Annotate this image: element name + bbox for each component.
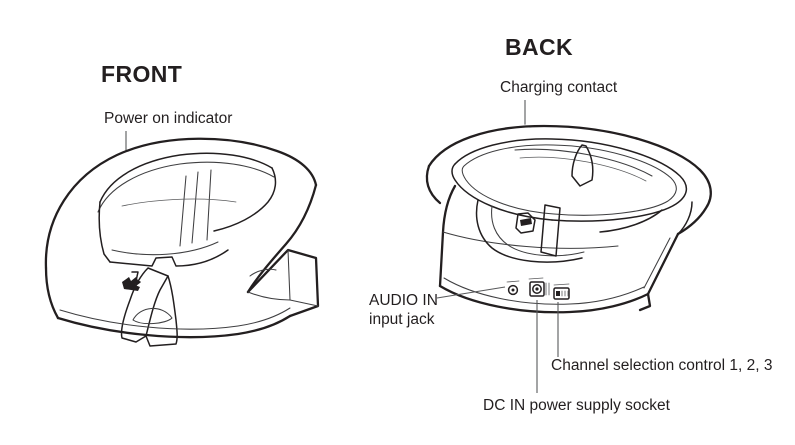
front-indicator-recess bbox=[132, 307, 173, 325]
channel-switch-symbol bbox=[553, 283, 570, 300]
back-callout-channel-selection-label: Channel selection control 1, 2, 3 bbox=[551, 357, 772, 374]
front-indicator-panel-right bbox=[145, 275, 178, 347]
back-leader-audio-in bbox=[436, 286, 506, 299]
back-hood-interior-ridge-2 bbox=[519, 156, 647, 182]
front-well-rib-1 bbox=[191, 171, 199, 244]
back-well-left-contour bbox=[475, 199, 583, 263]
back-callout-audio-in-label-line1: AUDIO IN bbox=[369, 292, 438, 309]
back-base-bottom-arc bbox=[438, 284, 650, 314]
back-well-left-contour-inner bbox=[491, 205, 585, 257]
front-outer-shell-right-edge bbox=[246, 183, 318, 294]
power-on-indicator-glyph bbox=[122, 271, 141, 291]
front-well-rib-2 bbox=[206, 169, 212, 241]
back-well-guide-post bbox=[540, 204, 561, 257]
front-cradle-illustration bbox=[44, 137, 320, 347]
front-well-rim-right bbox=[213, 167, 277, 232]
front-well-rim-upper bbox=[99, 152, 273, 203]
audio-in-jack-symbol bbox=[506, 280, 520, 296]
front-pedestal-right bbox=[246, 248, 320, 318]
rear-connector-panel bbox=[506, 277, 570, 300]
back-cradle-illustration bbox=[425, 124, 713, 314]
back-callout-dc-in-label: DC IN power supply socket bbox=[483, 397, 671, 414]
back-base-shoulder bbox=[442, 231, 619, 249]
back-hood-outer-right bbox=[676, 168, 712, 236]
dc-in-socket-symbol bbox=[528, 277, 550, 297]
back-hood-center-divider bbox=[571, 144, 594, 187]
back-base-bottom-arc-inner bbox=[443, 277, 645, 305]
front-body-left-lower-edge bbox=[44, 266, 60, 320]
back-view-group: BACK Charging contact bbox=[369, 34, 772, 414]
front-pedestal-notch bbox=[249, 268, 277, 277]
back-hood-tip-curl bbox=[677, 201, 693, 235]
back-well-right-contour bbox=[599, 209, 663, 233]
back-callout-charging-contact-label: Charging contact bbox=[500, 79, 618, 96]
charging-contact-pad bbox=[515, 212, 536, 234]
back-hood-interior-ridge-1 bbox=[514, 148, 653, 177]
front-well-floor-lip bbox=[109, 249, 229, 267]
back-hood-outer-left bbox=[425, 164, 442, 205]
front-well-floor-contour bbox=[111, 241, 219, 256]
front-base-bottom-edge bbox=[56, 314, 292, 339]
front-base-bottom-edge-inner bbox=[59, 307, 291, 330]
front-view-group: FRONT Power on indicator bbox=[44, 61, 320, 347]
back-hood-inner-rim bbox=[454, 138, 688, 222]
back-base-right-diagonal bbox=[646, 232, 680, 296]
front-well-rim-thickness bbox=[97, 161, 275, 213]
back-base-right-diagonal-inner bbox=[643, 237, 671, 289]
front-pedestal-right-top bbox=[247, 291, 291, 301]
back-heading: BACK bbox=[505, 34, 573, 60]
back-hood-outer-top bbox=[427, 124, 702, 172]
front-well-rib-3 bbox=[179, 175, 187, 247]
back-base-right-corner bbox=[638, 292, 652, 312]
front-callout-power-on-indicator-label: Power on indicator bbox=[104, 110, 232, 127]
front-outer-shell-top-curve bbox=[44, 137, 318, 270]
back-hood-rim-thickness bbox=[461, 144, 677, 216]
front-heading: FRONT bbox=[101, 61, 182, 87]
front-well-back-wall-line bbox=[121, 198, 237, 207]
back-callout-audio-in-label-line2: input jack bbox=[369, 311, 435, 328]
front-well-inner-wall-left bbox=[98, 201, 111, 263]
